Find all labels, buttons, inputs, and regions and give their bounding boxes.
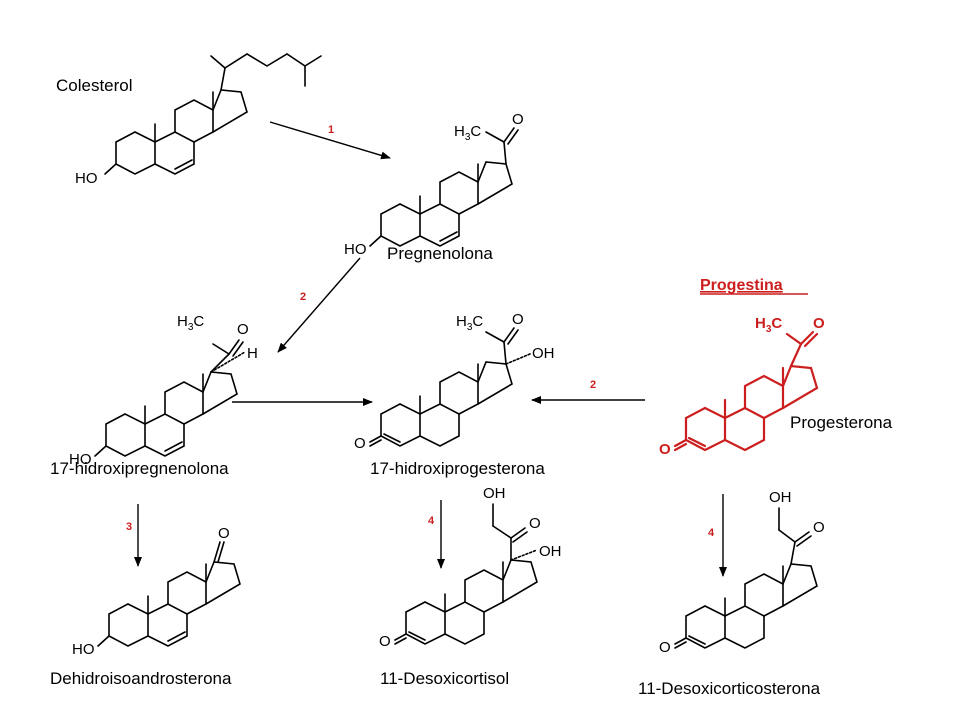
label-hydroxypregnenolone: 17-hidroxipregnenolona bbox=[50, 459, 229, 478]
step-number-1: 1 bbox=[328, 124, 334, 136]
atom-label-h3c: H3C bbox=[454, 123, 481, 143]
label-dhea: Dehidroisoandrosterona bbox=[50, 669, 232, 688]
atom-label-o: O bbox=[218, 525, 230, 542]
atom-label-oh: OH bbox=[532, 345, 555, 362]
hydroxyprogesterone-structure: O H3C O OH bbox=[354, 311, 555, 452]
hydroxypregnenolone-structure: HO H3C O H bbox=[69, 313, 258, 468]
atom-label-o: O bbox=[512, 111, 524, 128]
atom-label-oh: OH bbox=[483, 485, 506, 502]
label-hydroxyprogesterone: 17-hidroxiprogesterona bbox=[370, 459, 545, 478]
atom-label-o: O bbox=[379, 633, 391, 650]
desoxycorticosterone-structure: O OH O bbox=[659, 489, 825, 656]
label-progesterone: Progesterona bbox=[790, 413, 893, 432]
atom-label-h3c: H3C bbox=[456, 313, 483, 333]
label-desoxycorticosterone: 11-Desoxicorticosterona bbox=[638, 679, 821, 698]
dhea-structure: HO O bbox=[72, 525, 241, 658]
step-number-4: 4 bbox=[708, 527, 715, 539]
atom-label-o: O bbox=[512, 311, 524, 328]
progesterone-structure: O H3C O bbox=[659, 315, 825, 458]
atom-label-h3c: H3C bbox=[755, 315, 782, 335]
progestin-group-title: Progestina bbox=[700, 277, 783, 294]
atom-label-oh: OH bbox=[769, 489, 792, 506]
atom-label-o: O bbox=[659, 441, 671, 458]
atom-label-h: H bbox=[247, 345, 258, 362]
arrow-step-1 bbox=[269, 121, 391, 160]
label-desoxycortisol: 11-Desoxicortisol bbox=[380, 669, 509, 688]
atom-label-h3c: H3C bbox=[177, 313, 204, 333]
step-number-3: 3 bbox=[126, 521, 132, 533]
atom-label-o: O bbox=[813, 519, 825, 536]
label-pregnenolone: Pregnenolona bbox=[387, 244, 493, 263]
step-number-4: 4 bbox=[428, 515, 435, 527]
atom-label-o: O bbox=[529, 515, 541, 532]
label-cholesterol: Colesterol bbox=[56, 76, 133, 95]
atom-label-ho: HO bbox=[69, 451, 92, 468]
atom-label-ho: HO bbox=[72, 641, 95, 658]
pregnenolone-structure: HO H3C O bbox=[344, 111, 524, 258]
atom-label-oh: OH bbox=[539, 543, 562, 560]
atom-label-ho: HO bbox=[344, 241, 367, 258]
cholesterol-structure: HO bbox=[75, 53, 322, 187]
step-number-2: 2 bbox=[590, 379, 596, 391]
atom-label-o: O bbox=[354, 435, 366, 452]
desoxycortisol-structure: O OH O OH bbox=[379, 485, 562, 650]
atom-label-o: O bbox=[659, 639, 671, 656]
atom-label-o: O bbox=[813, 315, 825, 332]
step-number-2: 2 bbox=[300, 291, 306, 303]
atom-label-o: O bbox=[237, 321, 249, 338]
arrow-step-2-pregnenolone bbox=[277, 257, 361, 353]
atom-label-ho: HO bbox=[75, 170, 98, 187]
